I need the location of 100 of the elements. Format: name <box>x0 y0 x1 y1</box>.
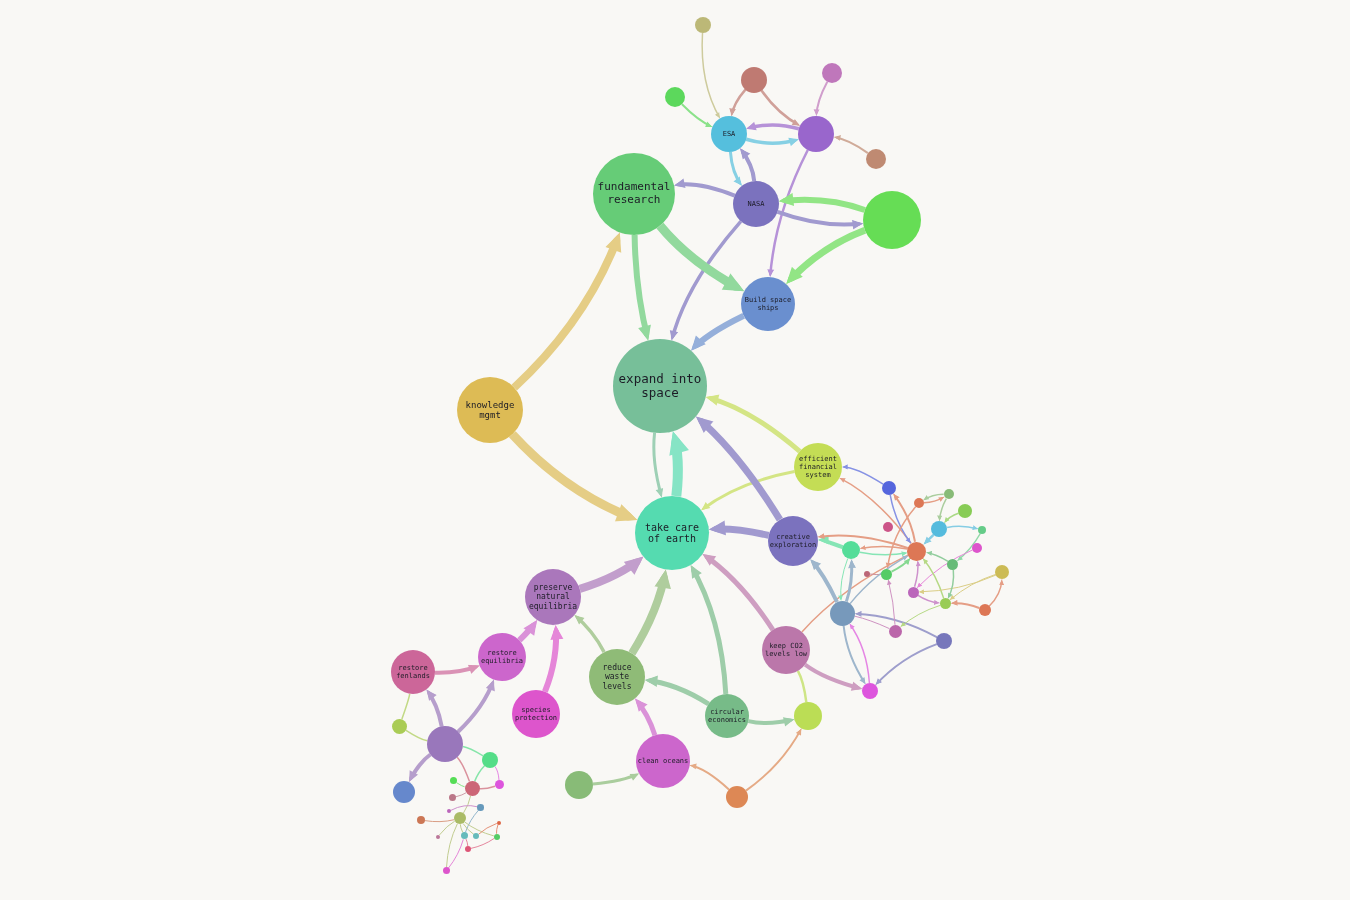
node-circle <box>882 521 893 532</box>
node-circle <box>931 521 948 538</box>
arrow <box>947 569 955 600</box>
arrow <box>673 178 736 198</box>
arrow <box>767 149 809 278</box>
arrow <box>688 763 730 791</box>
node-circle <box>494 780 504 790</box>
arrow <box>776 210 864 230</box>
arrow <box>745 121 800 131</box>
arrow <box>728 151 744 187</box>
arrow <box>778 192 866 213</box>
connector-line <box>801 554 909 633</box>
arrow <box>874 643 938 687</box>
node-circle <box>635 496 709 570</box>
node-circle <box>454 812 466 825</box>
arrow <box>708 520 770 539</box>
arrow <box>573 613 606 653</box>
arrow <box>688 563 729 695</box>
arrow <box>681 103 714 128</box>
node-circle <box>457 377 523 443</box>
arrow <box>434 663 481 675</box>
node-circle <box>741 67 767 93</box>
node-circle <box>565 771 593 799</box>
arrow <box>745 137 800 147</box>
connector-line <box>401 693 411 720</box>
arrow <box>899 604 941 628</box>
node-circle <box>473 833 480 840</box>
connector-line <box>465 838 469 847</box>
connector-line <box>473 765 486 783</box>
arrow <box>700 470 795 512</box>
arrow <box>916 549 973 589</box>
node-circle <box>947 558 959 570</box>
node-circle <box>762 626 810 674</box>
node-label: take care of earth <box>643 521 701 545</box>
arrow <box>922 557 945 600</box>
connector-line <box>496 824 499 835</box>
connector-line <box>459 823 464 833</box>
arrow <box>817 535 844 550</box>
connector-line <box>464 821 495 837</box>
connector-line <box>465 809 479 833</box>
node-circle <box>914 498 924 508</box>
node-label: reduce waste levels <box>601 663 633 691</box>
node-circle <box>436 834 440 839</box>
node-circle <box>695 17 711 33</box>
node-circle <box>478 633 526 681</box>
arrow <box>923 496 946 504</box>
node-circle <box>888 624 902 638</box>
node-circle <box>842 541 860 560</box>
arrow <box>729 88 747 117</box>
node-circle <box>907 586 919 598</box>
arrow <box>886 578 896 626</box>
arrow <box>943 512 960 524</box>
arrow <box>644 675 710 707</box>
connector-line <box>456 782 466 788</box>
node-circle <box>447 809 451 814</box>
node-circle <box>995 565 1010 580</box>
node-circle <box>741 277 795 331</box>
connector-line <box>462 795 472 814</box>
node-circle <box>978 526 987 534</box>
arrow <box>849 554 910 605</box>
arrow <box>949 573 997 601</box>
node-circle <box>416 816 425 824</box>
arrow <box>816 532 909 549</box>
connector-line <box>854 615 890 630</box>
arrow <box>705 394 802 454</box>
arrow <box>918 574 997 595</box>
node-circle <box>482 752 498 768</box>
arrow <box>848 622 871 684</box>
connector-line <box>424 819 455 823</box>
node-circle <box>943 489 954 500</box>
node-circle <box>496 820 501 825</box>
node-circle <box>393 780 415 803</box>
connector-line <box>470 837 495 849</box>
arrow <box>803 662 863 692</box>
node-circle <box>862 683 878 699</box>
node-label: expand into space <box>617 371 703 401</box>
node-circle <box>525 569 581 625</box>
arrow <box>456 678 496 734</box>
arrow <box>760 89 801 127</box>
node-circle <box>442 867 450 875</box>
node-circle <box>972 543 982 553</box>
arrow <box>669 220 743 341</box>
connector-line <box>462 745 484 757</box>
node-circle <box>866 149 886 169</box>
node-circle <box>939 598 951 610</box>
node-circle <box>726 786 748 808</box>
node-circle <box>448 794 456 802</box>
node-label: knowledge mgmt <box>464 399 516 421</box>
node-circle <box>863 570 870 577</box>
node-circle <box>829 600 855 626</box>
arrow <box>628 568 672 656</box>
node-circle <box>958 504 972 518</box>
connector-line <box>478 822 498 835</box>
arrow <box>701 32 721 120</box>
arrow <box>738 147 757 182</box>
node-circle <box>768 516 818 566</box>
connector-line <box>456 756 471 783</box>
node-circle <box>450 777 458 785</box>
connector-line <box>404 729 429 742</box>
connector-line <box>796 670 808 703</box>
